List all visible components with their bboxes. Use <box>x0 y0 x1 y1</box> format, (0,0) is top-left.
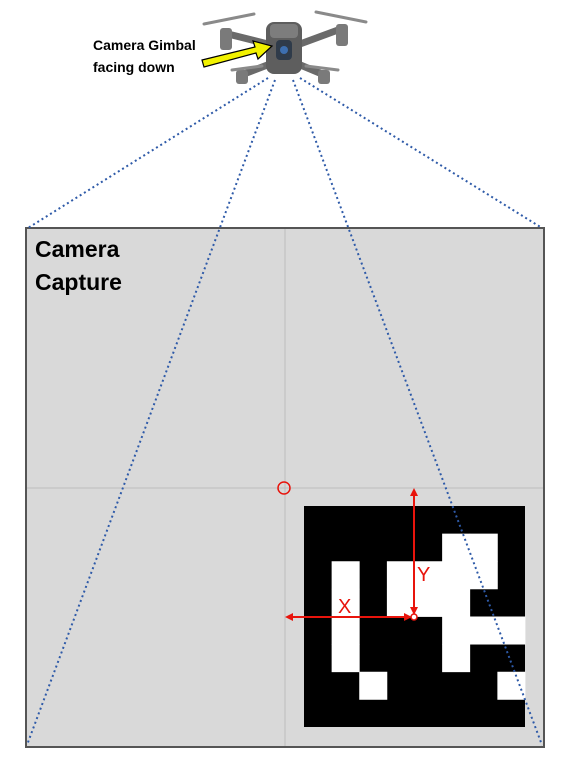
marker-white-cell <box>359 671 388 700</box>
drone-body-top <box>270 24 298 38</box>
marker-white-cell <box>469 561 498 590</box>
marker-white-cell <box>414 561 443 590</box>
frustum-line-inner-left <box>26 79 276 746</box>
marker-white-cell <box>469 533 498 562</box>
marker-white-cell <box>442 533 471 562</box>
marker-white-cell <box>442 588 471 617</box>
frustum-line-outer-left <box>27 77 269 229</box>
drone-illustration <box>202 10 368 84</box>
drone-motor-front-left <box>220 28 232 50</box>
marker-white-cell <box>414 588 443 617</box>
capture-label-line2: Capture <box>35 269 122 295</box>
marker-white-cell <box>442 616 471 645</box>
marker-white-cell <box>331 588 360 617</box>
capture-label-line1: Camera <box>35 236 120 262</box>
drone-camera-lens <box>280 46 288 54</box>
aruco-marker-cells <box>331 533 526 700</box>
x-offset-label: X <box>338 596 351 618</box>
frustum-line-outer-right <box>299 77 543 229</box>
drone-label-line1: Camera Gimbal <box>93 37 196 53</box>
drone-propeller-rear-right <box>304 64 340 72</box>
marker-white-cell <box>497 616 526 645</box>
drone-motor-front-right <box>336 24 348 46</box>
marker-white-cell <box>469 616 498 645</box>
marker-white-cell <box>386 588 415 617</box>
drone-arm-front-right <box>296 26 342 48</box>
marker-white-cell <box>442 561 471 590</box>
marker-white-cell <box>442 644 471 673</box>
drone-arm-front-left <box>224 30 272 48</box>
gimbal-pointer-arrow <box>201 40 274 68</box>
marker-white-cell <box>331 561 360 590</box>
drone-arm-rear-left <box>240 60 274 78</box>
camera-view-frustum <box>26 77 543 746</box>
drone-label-line2: facing down <box>93 59 175 75</box>
image-center-circle <box>277 481 291 495</box>
frustum-line-inner-right <box>292 79 543 746</box>
marker-center-point <box>410 613 418 621</box>
drone-motor-rear-right <box>318 70 330 84</box>
marker-white-cell <box>331 616 360 645</box>
drone-propeller-front-right <box>314 10 368 24</box>
y-offset-label: Y <box>417 564 430 586</box>
drone-motor-rear-left <box>236 70 248 84</box>
drone-propeller-rear-left <box>230 64 264 72</box>
marker-white-cell <box>386 561 415 590</box>
marker-white-cell <box>497 671 526 700</box>
marker-white-cell <box>331 644 360 673</box>
drone-propeller-front-left <box>202 12 256 26</box>
